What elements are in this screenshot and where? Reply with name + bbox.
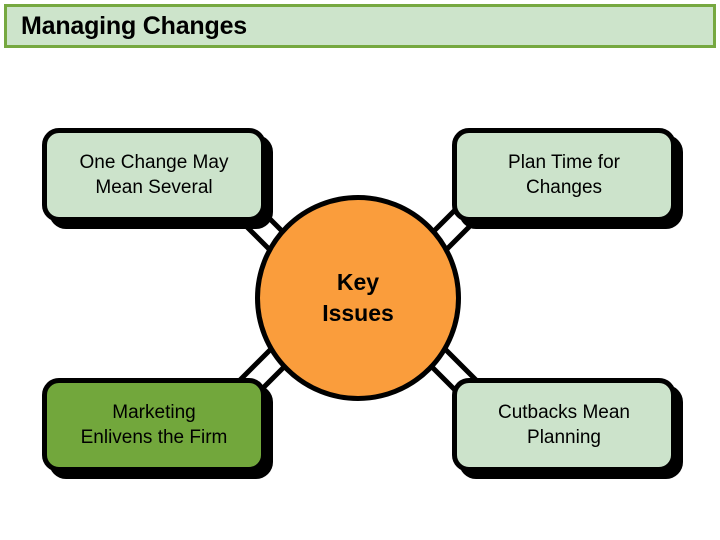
slide-title-bar: Managing Changes <box>4 4 716 48</box>
diagram-hub-circle[interactable]: Key Issues <box>255 195 461 401</box>
diagram-node-top-right[interactable]: Plan Time for Changes <box>452 128 676 222</box>
diagram-node-top-left-label: One Change May Mean Several <box>79 151 229 198</box>
diagram-node-bottom-left-label: Marketing Enlivens the Firm <box>80 401 228 448</box>
page-title: Managing Changes <box>21 11 247 40</box>
diagram-node-bottom-right[interactable]: Cutbacks Mean Planning <box>452 378 676 472</box>
diagram-node-bottom-left[interactable]: Marketing Enlivens the Firm <box>42 378 266 472</box>
diagram-node-bottom-right-label: Cutbacks Mean Planning <box>497 401 630 448</box>
diagram-node-top-right-label: Plan Time for Changes <box>508 151 620 198</box>
diagram-node-top-left[interactable]: One Change May Mean Several <box>42 128 266 222</box>
diagram-hub-label: Key Issues <box>322 268 394 326</box>
